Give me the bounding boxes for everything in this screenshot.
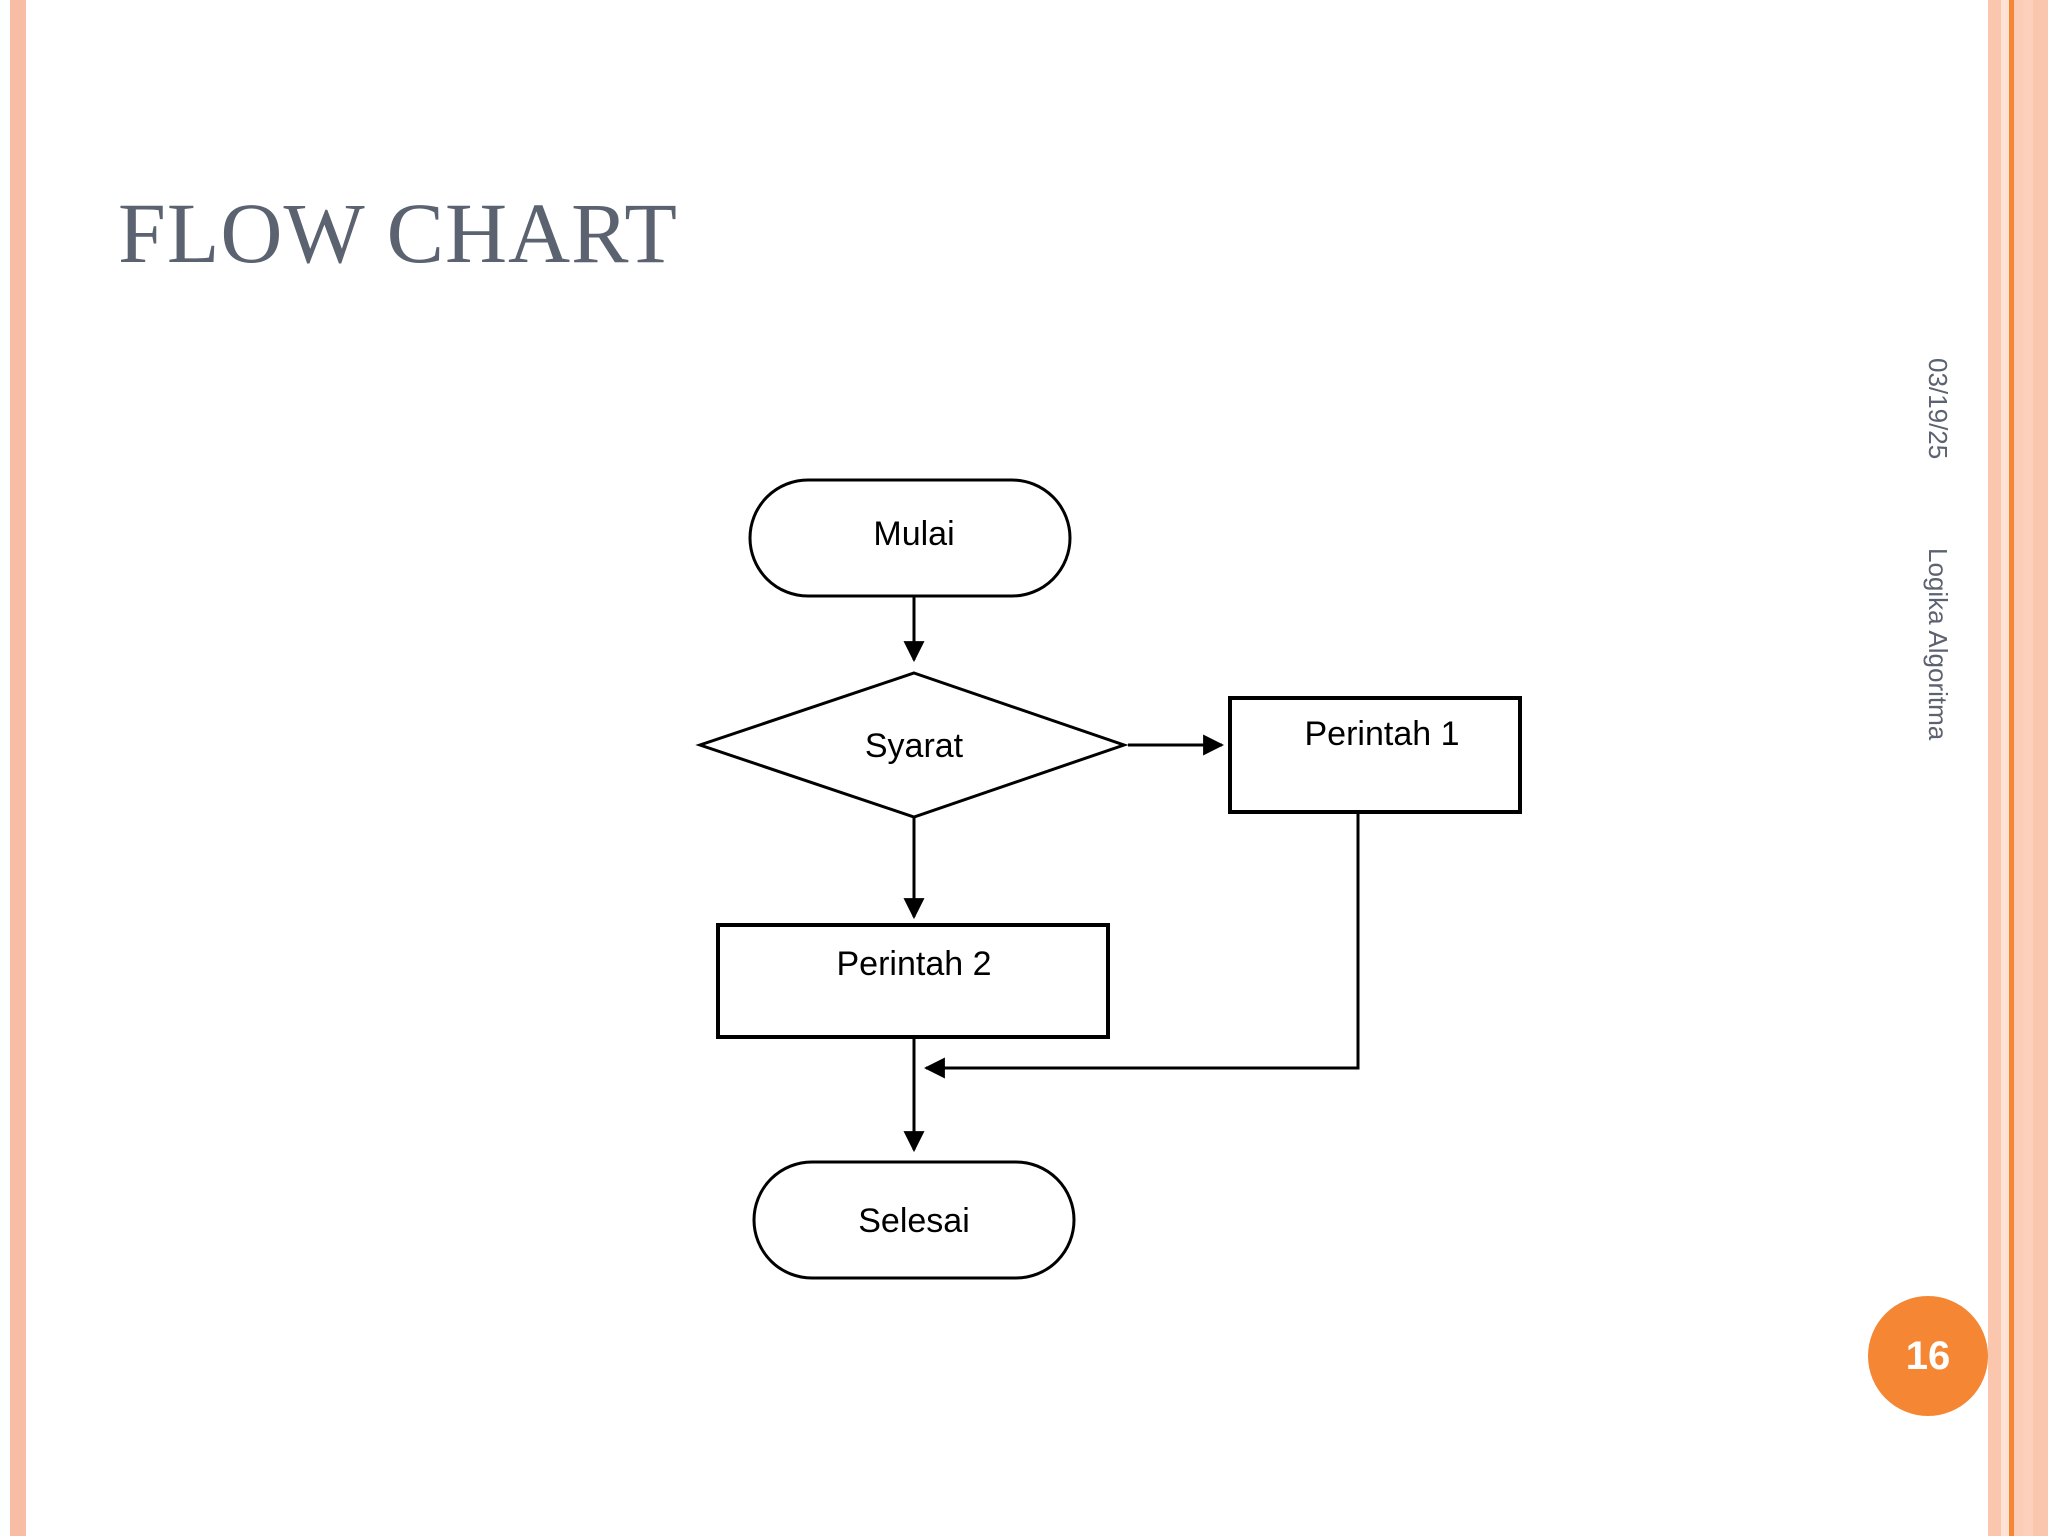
node-perintah1: Perintah 1 bbox=[1228, 696, 1522, 814]
right-edge-stripe-1 bbox=[1988, 0, 2001, 1536]
right-edge-stripe-white bbox=[1975, 0, 1988, 1536]
right-edge-stripe-4 bbox=[2014, 0, 2023, 1536]
edge-perintah1-return bbox=[923, 812, 1360, 1079]
page-number-badge: 16 bbox=[1868, 1296, 1988, 1416]
node-mulai-shape bbox=[748, 478, 1072, 598]
right-edge-stripe-5 bbox=[2023, 0, 2033, 1536]
node-perintah2-label: Perintah 2 bbox=[837, 945, 992, 983]
node-perintah2: Perintah 2 bbox=[716, 923, 1110, 1039]
page-title: FLOW CHART bbox=[118, 185, 678, 281]
node-perintah1-label: Perintah 1 bbox=[1305, 715, 1460, 753]
left-edge-stripe-salmon bbox=[10, 0, 26, 1536]
node-selesai-label: Selesai bbox=[858, 1202, 970, 1240]
right-edge-stripe-2 bbox=[2001, 0, 2009, 1536]
right-edge-stripe-accent bbox=[2009, 0, 2014, 1536]
node-selesai-shape bbox=[752, 1160, 1076, 1280]
left-edge-stripe-faint bbox=[0, 0, 10, 1536]
node-syarat: Syarat bbox=[695, 671, 1129, 819]
node-selesai: Selesai bbox=[752, 1160, 1076, 1280]
node-perintah2-shape bbox=[716, 923, 1110, 1039]
node-mulai-label: Mulai bbox=[873, 515, 954, 553]
right-edge-stripe-6 bbox=[2033, 0, 2048, 1536]
node-perintah1-shape bbox=[1228, 696, 1522, 814]
node-mulai: Mulai bbox=[748, 478, 1072, 598]
node-syarat-label: Syarat bbox=[865, 727, 964, 765]
